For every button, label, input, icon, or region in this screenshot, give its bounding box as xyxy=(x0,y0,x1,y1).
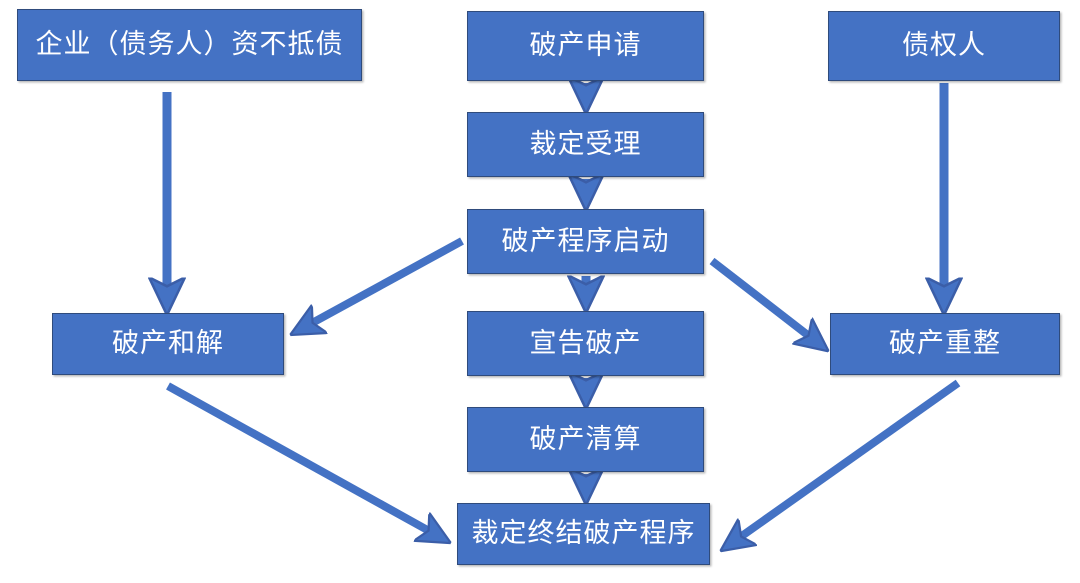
flow-node-label: 企业（债务人）资不抵债 xyxy=(35,29,344,61)
flow-node-restructure[interactable]: 破产重整 xyxy=(830,313,1060,375)
flow-edge-settlement-to-terminate xyxy=(166,382,438,536)
flow-node-label: 宣告破产 xyxy=(529,327,642,359)
flow-node-label: 债权人 xyxy=(902,30,986,62)
flow-node-declare[interactable]: 宣告破产 xyxy=(467,311,704,376)
flow-node-label: 破产程序启动 xyxy=(501,225,670,257)
flow-node-label: 破产清算 xyxy=(529,423,642,455)
flow-node-label: 破产和解 xyxy=(112,328,224,360)
flow-node-accept[interactable]: 裁定受理 xyxy=(467,112,704,177)
flow-edge-start-to-settlement xyxy=(303,237,464,328)
flow-node-label: 破产重整 xyxy=(889,328,1001,360)
flow-edge-restructure-to-terminate xyxy=(733,379,961,542)
flow-node-start[interactable]: 破产程序启动 xyxy=(467,209,704,274)
flow-node-label: 破产申请 xyxy=(529,30,642,62)
flow-node-application[interactable]: 破产申请 xyxy=(467,11,704,81)
flow-node-label: 裁定受理 xyxy=(529,128,642,160)
flow-node-settlement[interactable]: 破产和解 xyxy=(52,313,284,375)
flow-edge-start-to-restructure xyxy=(709,257,817,342)
flow-node-terminate[interactable]: 裁定终结破产程序 xyxy=(457,503,710,565)
flow-node-label: 裁定终结破产程序 xyxy=(471,518,696,550)
flow-node-liquidation[interactable]: 破产清算 xyxy=(467,407,704,472)
flow-node-creditor[interactable]: 债权人 xyxy=(828,11,1060,81)
flow-node-insolvent[interactable]: 企业（债务人）资不抵债 xyxy=(17,9,362,81)
